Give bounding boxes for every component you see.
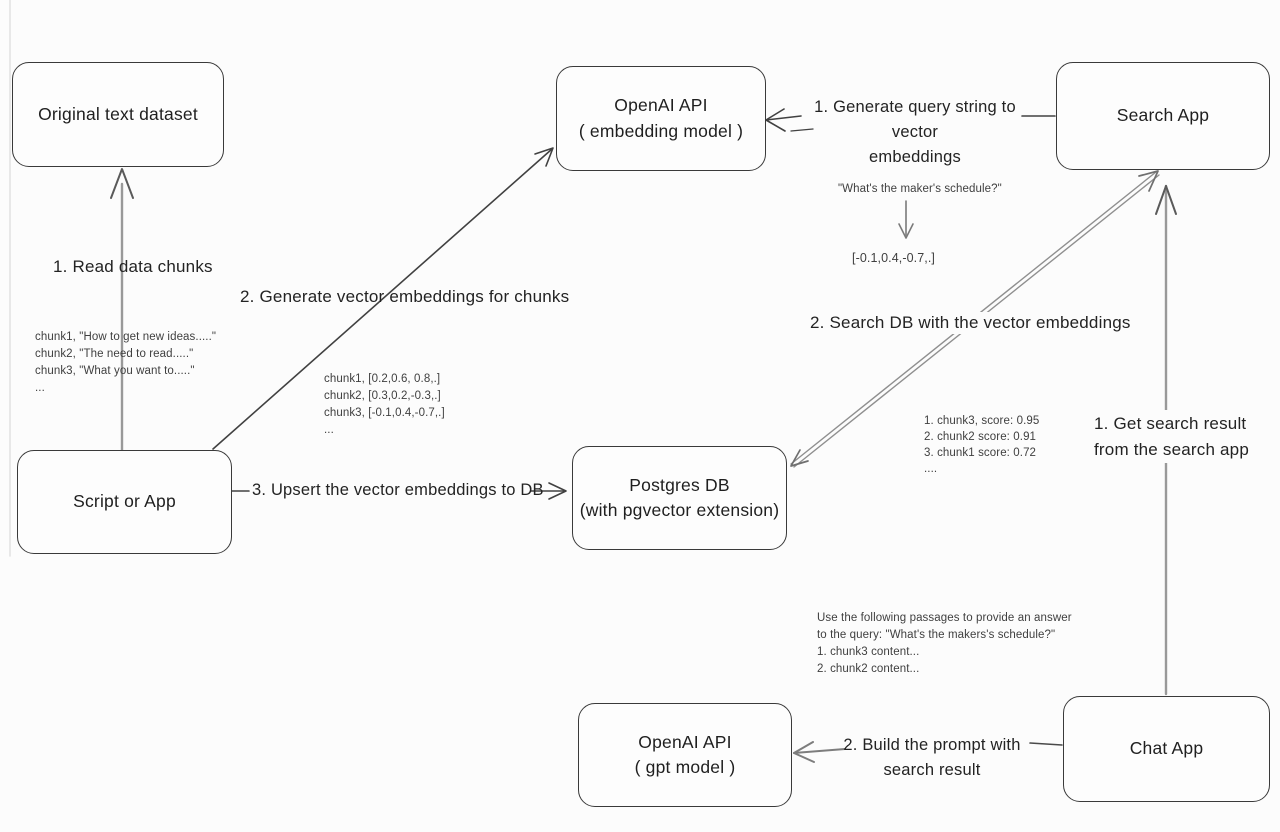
node-search-app-label: Search App (1116, 105, 1210, 126)
node-search-app: Search App (1056, 62, 1270, 170)
label-get-search-result: 1. Get search result from the search app (1090, 410, 1253, 463)
annotation-vector-1: chunk1, [0.2,0.6, 0.8,.] (324, 373, 441, 385)
annotation-chunk-3: chunk3, "What you want to....." (35, 365, 195, 377)
label-search-db: 2. Search DB with the vector embeddings (806, 312, 1135, 334)
node-chat-app-label: Chat App (1129, 738, 1204, 759)
arrow-query-to-vector (898, 200, 914, 239)
annotation-vector-2: chunk2, [0.3,0.2,-0.3,.] (324, 390, 441, 402)
annotation-query-vector: [-0.1,0.4,-0.7,.] (852, 251, 935, 265)
annotation-prompt: Use the following passages to provide an… (817, 610, 1072, 678)
label-build-prompt-line1: 2. Build the prompt with (843, 736, 1021, 754)
node-openai-embedding-title: OpenAI API (614, 95, 708, 116)
label-generate-query-line2: embeddings (869, 147, 961, 166)
node-original-text-dataset-label: Original text dataset (38, 103, 198, 124)
node-original-text-dataset: Original text dataset (12, 62, 224, 167)
annotation-prompt-line4: 2. chunk2 content... (817, 663, 920, 675)
annotation-score-1: 1. chunk3, score: 0.95 (924, 415, 1040, 427)
label-generate-query: 1. Generate query string to vector embed… (796, 95, 1034, 169)
arrow-build-prompt (793, 741, 1063, 763)
label-build-prompt-line2: search result (883, 760, 981, 779)
label-upsert-embeddings: 3. Upsert the vector embeddings to DB (252, 481, 544, 499)
arrow-generate-embeddings (212, 147, 554, 450)
label-get-search-result-line2: from the search app (1094, 439, 1249, 459)
annotation-chunk-2: chunk2, "The need to read....." (35, 348, 194, 360)
annotation-vector-list: chunk1, [0.2,0.6, 0.8,.] chunk2, [0.3,0.… (324, 371, 445, 439)
annotation-chunk-list: chunk1, "How to get new ideas....." chun… (35, 329, 216, 397)
annotation-prompt-line3: 1. chunk3 content... (817, 646, 920, 658)
label-generate-embeddings: 2. Generate vector embeddings for chunks (240, 287, 570, 306)
arrow-upsert-embeddings (231, 482, 567, 500)
node-script-or-app: Script or App (17, 450, 232, 554)
annotation-vector-ellipsis: ... (324, 424, 334, 436)
label-read-data-chunks: 1. Read data chunks (53, 257, 213, 276)
node-openai-gpt-subtitle: ( gpt model ) (634, 757, 736, 777)
node-openai-embedding-subtitle: ( embedding model ) (578, 120, 744, 141)
node-openai-gpt-title: OpenAI API (638, 731, 732, 752)
label-generate-query-line1: 1. Generate query string to vector (814, 98, 1016, 141)
node-postgres-db: Postgres DB (with pgvector extension) (572, 446, 787, 550)
annotation-prompt-line1: Use the following passages to provide an… (817, 612, 1072, 624)
node-openai-embedding-api: OpenAI API ( embedding model ) (556, 66, 766, 171)
label-build-prompt: 2. Build the prompt with search result (842, 733, 1022, 783)
annotation-score-3: 3. chunk1 score: 0.72 (924, 447, 1037, 459)
node-chat-app: Chat App (1063, 696, 1270, 802)
annotation-score-2: 2. chunk2 score: 0.91 (924, 431, 1037, 443)
node-script-or-app-label: Script or App (73, 491, 176, 512)
annotation-chunk-ellipsis: ... (35, 382, 45, 394)
annotation-score-ellipsis: .... (924, 463, 938, 475)
arrow-generate-query (765, 108, 1056, 132)
annotation-query-string: "What's the maker's schedule?" (838, 183, 1002, 195)
annotation-prompt-line2: to the query: "What's the makers's sched… (817, 629, 1056, 641)
label-get-search-result-line1: 1. Get search result (1094, 414, 1247, 433)
annotation-score-list: 1. chunk3, score: 0.95 2. chunk2 score: … (924, 413, 1039, 477)
annotation-chunk-1: chunk1, "How to get new ideas....." (35, 331, 217, 343)
node-postgres-db-title: Postgres DB (629, 474, 730, 495)
node-postgres-db-subtitle: (with pgvector extension) (579, 500, 780, 520)
annotation-vector-3: chunk3, [-0.1,0.4,-0.7,.] (324, 407, 445, 419)
arrow-read-data-chunks (110, 168, 134, 454)
node-openai-gpt-api: OpenAI API ( gpt model ) (578, 703, 792, 807)
